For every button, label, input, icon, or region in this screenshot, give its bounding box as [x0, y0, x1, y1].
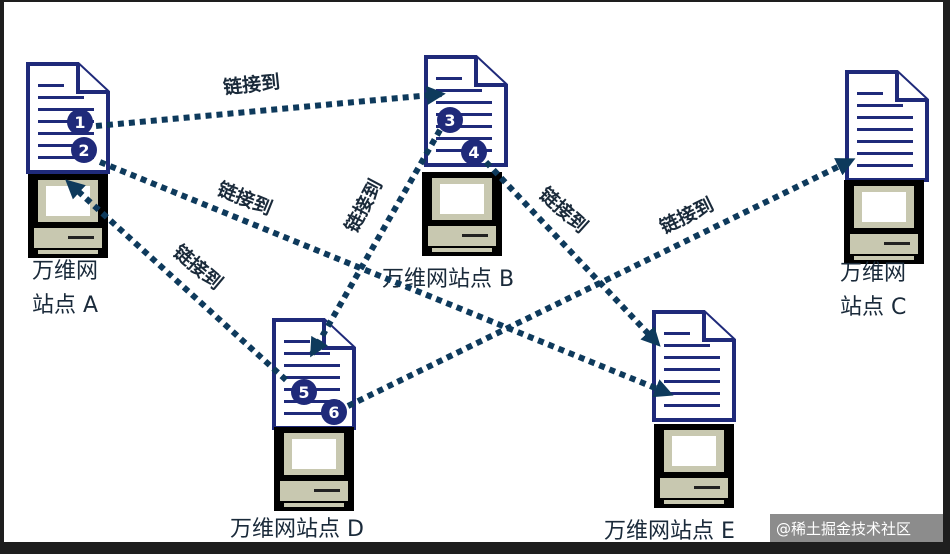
link-label-a-to-b: 链接到	[222, 70, 281, 99]
badge-5: 5	[291, 379, 317, 405]
svg-text:5: 5	[298, 383, 309, 402]
svg-text:6: 6	[328, 403, 339, 422]
site-c-document-icon	[845, 70, 929, 182]
site-d: 万维网站点 D 5 6	[230, 318, 364, 542]
site-c-label-line2: 站点 C	[840, 295, 906, 320]
site-c-label-line1: 万维网	[840, 261, 906, 286]
arrow-a-to-d	[65, 179, 289, 383]
site-d-computer-icon	[274, 427, 354, 511]
arrow-b-to-d	[309, 128, 443, 358]
diagram-canvas: 万维网 站点 A 1 2 万维网站点 B 3 4 万维网 站点 C	[4, 2, 943, 542]
site-b-computer-icon	[422, 172, 502, 256]
site-a-label-line2: 站点 A	[32, 293, 98, 318]
badge-2: 2	[71, 137, 97, 163]
svg-text:2: 2	[78, 141, 89, 160]
site-c: 万维网 站点 C	[840, 70, 929, 320]
site-e-computer-icon	[654, 424, 734, 508]
arrow-b-to-e	[483, 159, 661, 347]
badge-4: 4	[461, 139, 487, 165]
arrow-a-to-e	[98, 159, 674, 398]
site-d-label: 万维网站点 D	[230, 517, 364, 542]
site-b: 万维网站点 B 3 4	[382, 55, 514, 292]
svg-text:4: 4	[468, 143, 479, 162]
svg-text:3: 3	[444, 111, 455, 130]
link-label-a-to-d: 链接到	[169, 240, 227, 294]
site-e-document-icon	[652, 310, 736, 422]
badge-1: 1	[67, 109, 93, 135]
watermark-text: @稀土掘金技术社区	[776, 520, 911, 538]
link-label-b-to-d: 链接到	[340, 175, 387, 236]
site-a: 万维网 站点 A 1 2	[26, 62, 110, 318]
site-c-computer-icon	[844, 180, 924, 264]
web-sites-diagram: 万维网 站点 A 1 2 万维网站点 B 3 4 万维网 站点 C	[26, 55, 943, 542]
arrow-a-to-b	[95, 85, 446, 129]
site-e-label: 万维网站点 E	[604, 519, 735, 542]
badge-6: 6	[321, 399, 347, 425]
site-a-computer-icon	[28, 174, 108, 258]
site-a-label-line1: 万维网	[32, 259, 98, 284]
badge-3: 3	[437, 107, 463, 133]
site-e: 万维网站点 E	[604, 310, 736, 542]
arrow-d-to-c	[346, 157, 856, 409]
svg-text:1: 1	[74, 113, 85, 132]
link-label-b-to-e: 链接到	[535, 183, 593, 238]
site-b-label: 万维网站点 B	[382, 267, 514, 292]
